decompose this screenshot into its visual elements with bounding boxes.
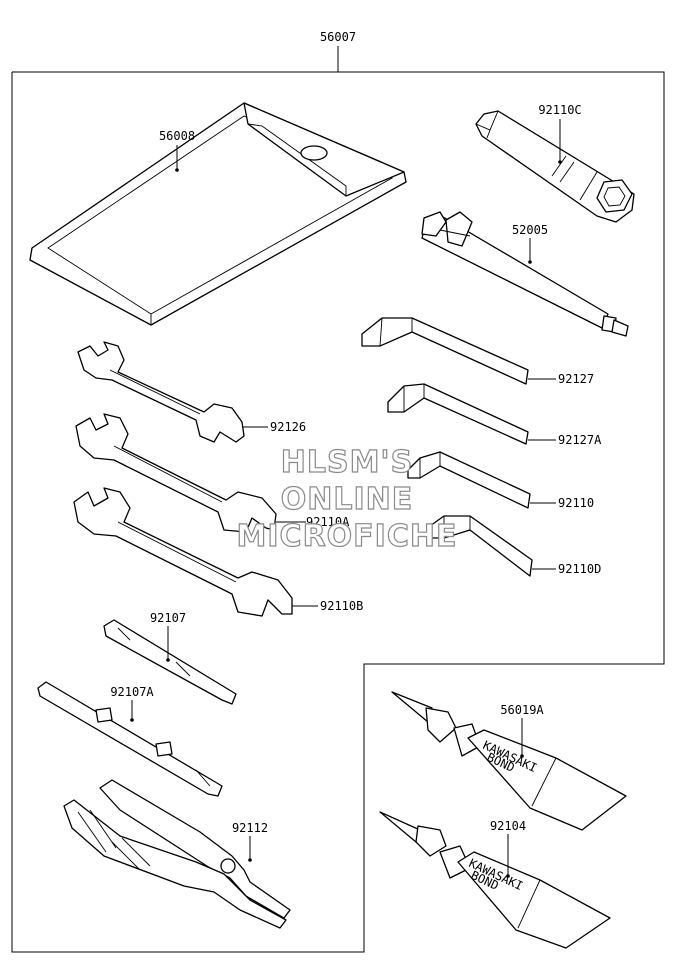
screwdriver-grip-drawing <box>103 619 237 705</box>
part-label-92110D[interactable]: 92110D <box>558 562 601 576</box>
part-label-92110A[interactable]: 92110A <box>306 515 350 529</box>
watermark-line1: HLSM'S <box>281 445 413 480</box>
part-label-92110B[interactable]: 92110B <box>320 599 363 613</box>
hex-wrench-92110D-drawing <box>429 515 533 577</box>
wrench-handle-drawing <box>421 211 629 337</box>
hex-wrench-92127-drawing <box>361 317 529 385</box>
part-label-92104[interactable]: 92104 <box>490 819 526 833</box>
hex-wrench-92127A-drawing <box>387 383 529 445</box>
part-label-56008[interactable]: 56008 <box>159 129 195 143</box>
part-label-92127A[interactable]: 92127A <box>558 433 602 447</box>
bond-tube-92104-drawing: KAWASAKI BOND <box>379 811 611 949</box>
screwdriver-bit-drawing <box>37 681 223 797</box>
watermark-line3: MICROFICHE <box>237 519 458 554</box>
part-label-92110C[interactable]: 92110C <box>538 103 581 117</box>
part-label-92110[interactable]: 92110 <box>558 496 594 510</box>
assembly-number[interactable]: 56007 <box>320 30 356 44</box>
part-label-92126[interactable]: 92126 <box>270 420 306 434</box>
tool-pouch-drawing <box>29 102 407 326</box>
open-wrench-92110A-drawing <box>75 413 277 533</box>
watermark-line2: ONLINE <box>281 482 414 517</box>
open-wrench-92110B-drawing <box>73 487 293 617</box>
hex-wrench-92110-drawing <box>407 451 531 509</box>
plug-wrench-drawing <box>475 110 635 223</box>
part-label-92107A[interactable]: 92107A <box>110 685 154 699</box>
pliers-drawing <box>63 779 291 929</box>
part-label-92127[interactable]: 92127 <box>558 372 594 386</box>
part-label-52005[interactable]: 52005 <box>512 223 548 237</box>
part-label-92107[interactable]: 92107 <box>150 611 186 625</box>
assembly-frame <box>11 71 665 953</box>
open-wrench-92126-drawing <box>77 341 245 443</box>
part-label-92112[interactable]: 92112 <box>232 821 268 835</box>
part-label-56019A[interactable]: 56019A <box>500 703 544 717</box>
